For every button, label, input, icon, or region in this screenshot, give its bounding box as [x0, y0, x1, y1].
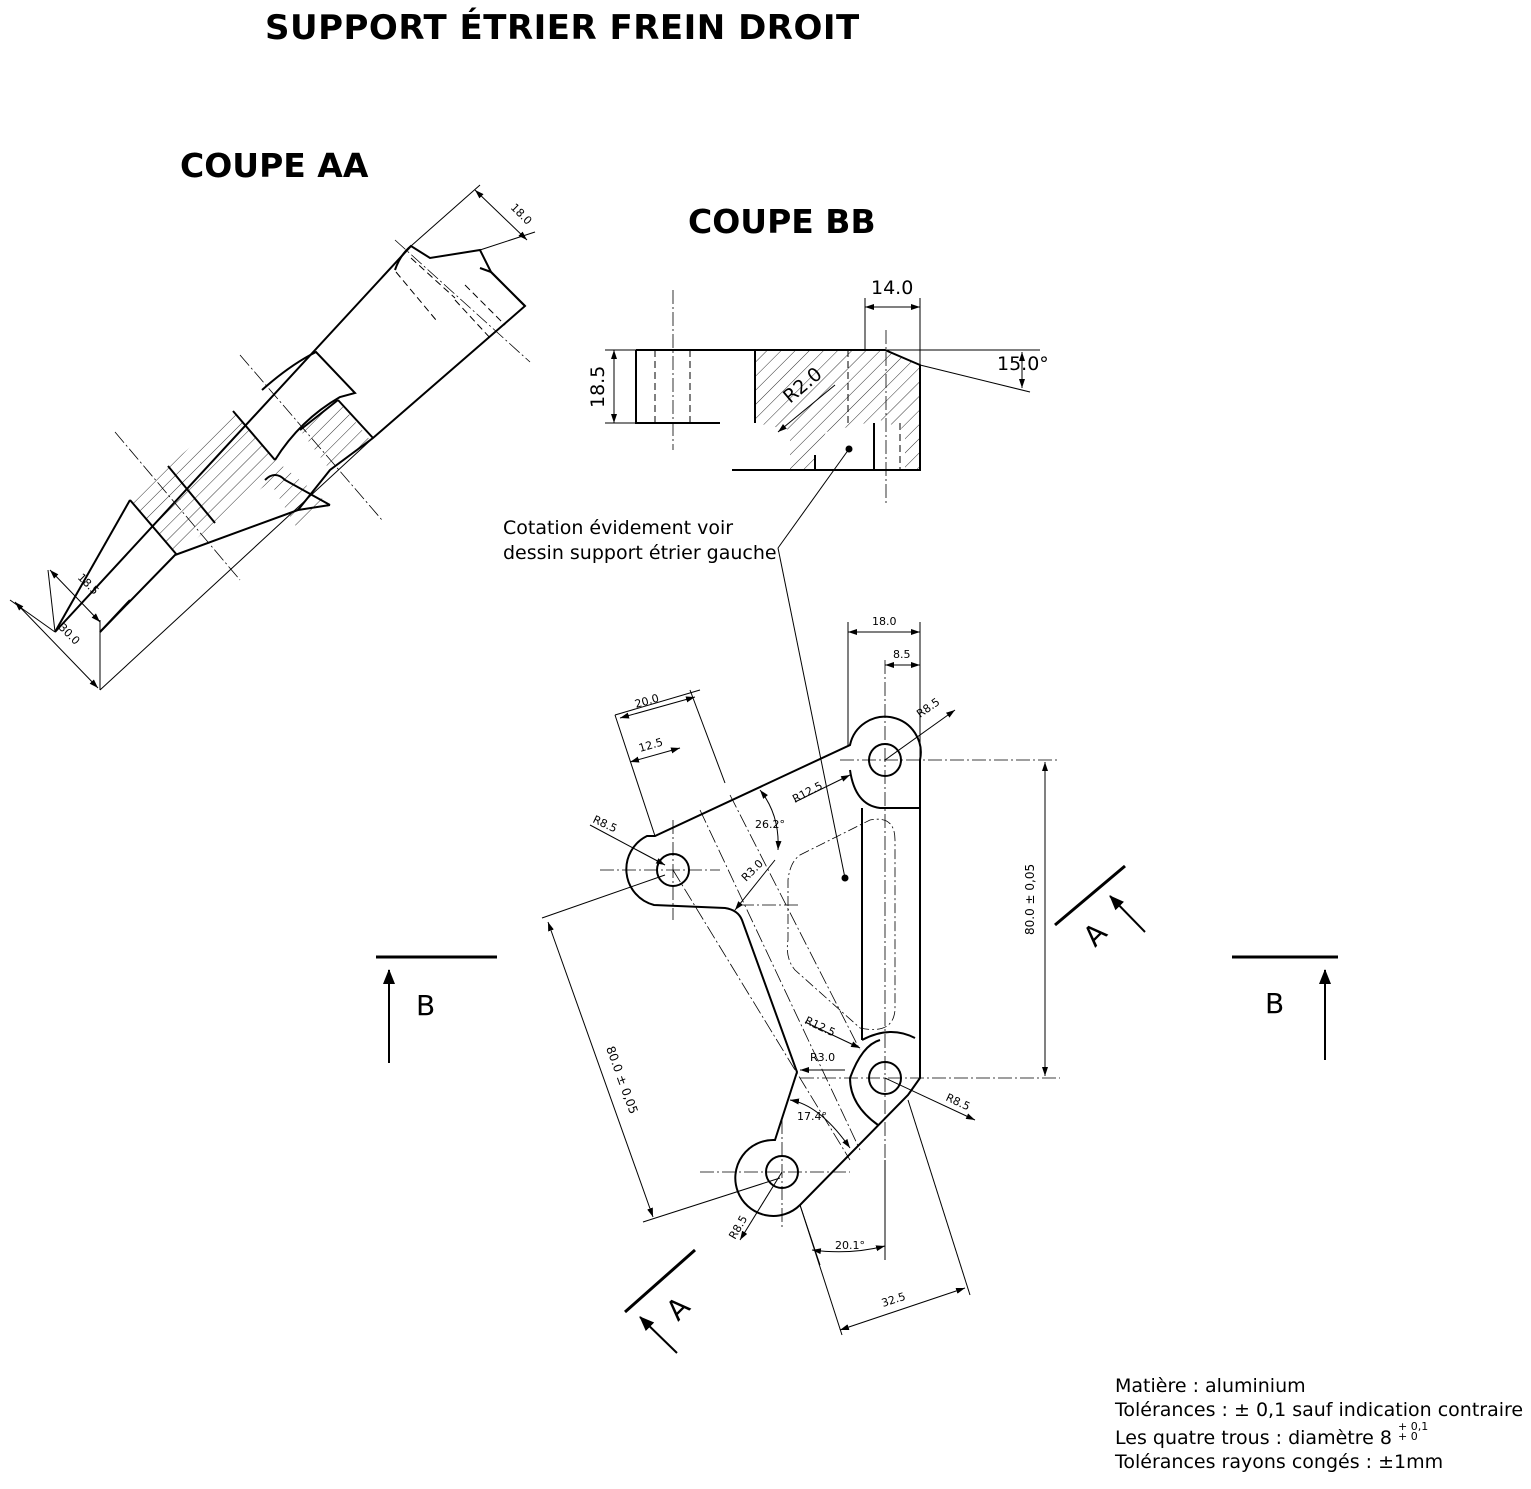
plan-radius-12-5-top: R12.5: [790, 779, 824, 806]
plan-radius-8-5-top-right: R8.5: [914, 695, 942, 720]
spec-tolerances-value: ± 0,1 sauf indication contraire: [1234, 1399, 1524, 1421]
spec-material: Matière : aluminium: [1115, 1375, 1306, 1397]
plan-radius-8-5-bottom-right: R8.5: [944, 1091, 972, 1113]
plan-dim-18-0: 18.0: [872, 615, 897, 628]
spec-holes: Les quatre trous : diamètre 8 + 0,1+ 0: [1115, 1420, 1523, 1450]
spec-fillets: Tolérances rayons congés : ±1mm: [1115, 1451, 1444, 1473]
spec-tolerances-prefix: Tolérances :: [1115, 1399, 1228, 1421]
section-bb-title: COUPE BB: [688, 202, 876, 241]
section-marker-a-bottom-label: A: [660, 1290, 697, 1327]
section-marker-b-left-label: B: [416, 989, 435, 1022]
spec-holes-tolerance: + 0,1+ 0: [1397, 1420, 1429, 1443]
plan-radius-3-0-lower: R3.0: [810, 1051, 835, 1064]
plan-dim-80-diagonal: 80.0 ± 0,05: [603, 1044, 640, 1116]
plan-radius-8-5-bottom: R8.5: [726, 1213, 750, 1241]
section-marker-a-top: A: [1054, 864, 1146, 953]
aa-dim-18-5: 18.5: [75, 571, 102, 598]
section-aa-title: COUPE AA: [180, 146, 369, 185]
aa-dim-30-0: 30.0: [56, 621, 83, 648]
bb-dim-18-5: 18.5: [587, 366, 609, 408]
plan-dim-8-5-top: 8.5: [893, 648, 911, 661]
plan-dim-12-5: 12.5: [637, 736, 664, 755]
plan-dim-32-5: 32.5: [880, 1290, 907, 1310]
section-aa-drawing: 18.0 18.5 30.0: [9, 184, 536, 691]
specifications-block: Matière : aluminium Tolérances : ± 0,1 s…: [1115, 1374, 1523, 1474]
spec-holes-tol-upper: + 0,1: [1397, 1420, 1429, 1433]
plan-angle-26-2: 26.2°: [755, 818, 785, 831]
spec-tolerances: Tolérances : ± 0,1 sauf indication contr…: [1115, 1398, 1523, 1422]
section-marker-a-top-label: A: [1077, 916, 1114, 953]
plan-angle-20-1: 20.1°: [835, 1239, 865, 1252]
spec-holes-tol-lower: + 0: [1397, 1430, 1418, 1443]
plan-angle-17-4: 17.4°: [797, 1110, 827, 1123]
section-bb-drawing: 14.0 18.5 15.0° R2.0: [587, 277, 1049, 549]
drawing-title: SUPPORT ÉTRIER FREIN DROIT: [265, 8, 860, 48]
bb-dim-14-0: 14.0: [871, 277, 913, 299]
spec-holes-prefix: Les quatre trous : diamètre 8: [1115, 1427, 1392, 1449]
callout-note: Cotation évidement voir dessin support é…: [503, 516, 777, 566]
bb-angle-15: 15.0°: [997, 353, 1049, 375]
section-marker-b-left: B: [376, 955, 497, 1063]
callout-line-1: Cotation évidement voir: [503, 517, 734, 539]
plan-radius-12-5-bottom: R12.5: [803, 1014, 838, 1039]
plan-dim-80-vertical: 80.0 ± 0,05: [1023, 864, 1037, 935]
callout-line-2: dessin support étrier gauche: [503, 542, 777, 564]
plan-radius-8-5-left: R8.5: [591, 813, 619, 835]
section-marker-b-right: B: [1232, 955, 1338, 1060]
plan-dim-20-0: 20.0: [633, 692, 660, 711]
aa-dim-18-0: 18.0: [508, 201, 535, 228]
plan-view-drawing: 18.0 8.5 20.0 12.5 R8.5 R12.5 R8.5 26.2°…: [541, 547, 1060, 1336]
section-marker-b-right-label: B: [1265, 987, 1284, 1020]
section-marker-a-bottom: A: [624, 1248, 697, 1354]
plan-radius-3-0-upper: R3.0: [739, 857, 766, 884]
